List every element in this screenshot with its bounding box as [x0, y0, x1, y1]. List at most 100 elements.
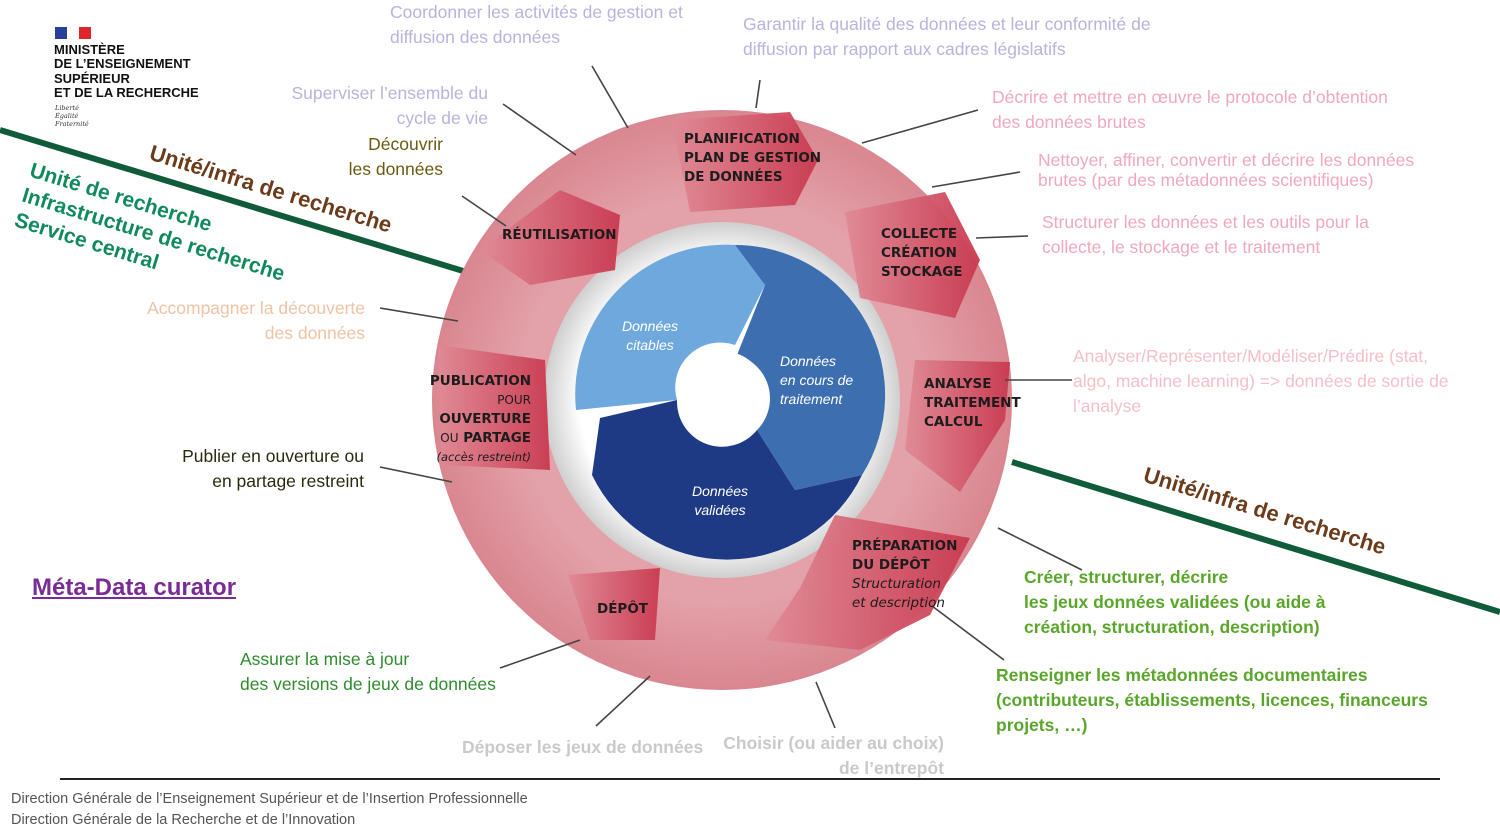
stage-line: CRÉATION: [881, 245, 957, 261]
republic-flag-icon: [55, 27, 91, 39]
stage-line: TRAITEMENT: [924, 395, 1021, 411]
stage-collecte: COLLECTE CRÉATION STOCKAGE: [881, 225, 963, 282]
stage-line: ANALYSE: [924, 376, 992, 392]
arrow-analyse: [905, 360, 1010, 492]
annotation-structurer: Structurer les données et les outils pou…: [1042, 210, 1369, 260]
inner-segment-en-cours: [735, 244, 886, 490]
annotation-creer: Créer, structurer, décrire les jeux donn…: [1024, 565, 1326, 640]
arrow-reutilisation: [480, 190, 620, 285]
motto-line: Fraternité: [55, 120, 89, 128]
inner-line: traitement: [780, 391, 843, 407]
annotation-line: diffusion des données: [390, 27, 560, 47]
footer-divider: [60, 778, 1440, 780]
stage-subline: et description: [852, 595, 945, 611]
stage-line: DE DONNÉES: [684, 169, 783, 185]
annotation-garantir: Garantir la qualité des données et leur …: [743, 12, 1151, 62]
ministry-logo-text: MINISTÈRE DE L’ENSEIGNEMENT SUPÉRIEUR ET…: [54, 42, 199, 100]
arrow-preparation: [765, 515, 970, 650]
arrow-planification: [672, 112, 818, 212]
stage-line: PLAN DE GESTION: [684, 150, 822, 166]
inner-line: validées: [694, 502, 746, 518]
inner-donut: [575, 244, 886, 560]
annotation-line: collecte, le stockage et le traitement: [1042, 237, 1321, 257]
annotation-line: cycle de vie: [396, 108, 488, 128]
stage-word: PARTAGE: [463, 430, 531, 446]
ministry-line: ET DE LA RECHERCHE: [54, 84, 199, 100]
stage-reutilisation: RÉUTILISATION: [502, 227, 617, 243]
annotation-superviser: Superviser l’ensemble du cycle de vie: [240, 81, 489, 131]
motto-line: Liberté: [55, 104, 79, 112]
inner-hole: [677, 351, 767, 441]
annotation-line: l’analyse: [1073, 396, 1142, 416]
annotation-nettoyer: Nettoyer, affiner, convertir et décrire …: [1038, 150, 1414, 190]
footer-line: Direction Générale de l’Enseignement Sup…: [11, 791, 528, 807]
annotation-line: Choisir (ou aider au choix): [723, 733, 944, 753]
ministry-line: DE L’ENSEIGNEMENT: [54, 56, 191, 72]
annotation-line: des données: [264, 323, 365, 343]
annotation-decouvrir: Découvrir les données: [300, 132, 443, 182]
annotation-line: Découvrir: [368, 134, 443, 154]
ring-arrows: [438, 112, 1010, 650]
stage-line: PUBLICATION: [429, 373, 531, 389]
annotation-analyser: Analyser/Représenter/Modéliser/Prédire (…: [1073, 344, 1449, 419]
inner-label-en-cours: Données en cours de traitement: [780, 352, 880, 409]
inner-line: citables: [626, 337, 674, 353]
annotation-line: Accompagner la découverte: [147, 298, 365, 318]
stage-line: COLLECTE: [881, 226, 958, 242]
republic-motto: Liberté Égalité Fraternité: [55, 104, 89, 128]
stage-line: POUR: [497, 393, 531, 407]
footer: Direction Générale de l’Enseignement Sup…: [11, 789, 528, 831]
stage-line: STOCKAGE: [881, 264, 963, 280]
annotation-line: diffusion par rapport aux cadres législa…: [743, 39, 1066, 59]
stage-analyse: ANALYSE TRAITEMENT CALCUL: [924, 375, 1021, 432]
annotation-line: des versions de jeux de données: [240, 674, 496, 694]
inner-label-citables: Données citables: [610, 317, 690, 355]
annotation-choisir: Choisir (ou aider au choix) de l’entrepô…: [700, 731, 944, 781]
motto-line: Égalité: [55, 112, 79, 120]
inner-line: Données: [621, 318, 679, 334]
annotation-line: Garantir la qualité des données et leur …: [743, 14, 1151, 34]
stage-line: PLANIFICATION: [684, 131, 800, 147]
arrow-depot: [568, 568, 660, 640]
stage-line: DU DÉPÔT: [852, 557, 930, 573]
annotation-line: création, structuration, description): [1024, 617, 1320, 637]
inner-line: Données: [691, 483, 749, 499]
annotation-line: de l’entrepôt: [838, 758, 944, 778]
annotation-line: Superviser l’ensemble du: [291, 83, 489, 103]
inner-segment-validees: [592, 400, 862, 560]
inner-line: Données: [780, 353, 837, 369]
role-title: Méta-Data curator: [32, 574, 237, 601]
annotation-line: Décrire et mettre en œuvre le protocole …: [992, 87, 1388, 107]
annotation-line: brutes (par des métadonnées scientifique…: [1038, 170, 1374, 190]
annotation-line: des données brutes: [992, 112, 1146, 132]
annotation-line: algo, machine learning) => données de so…: [1073, 371, 1449, 391]
stage-line: CALCUL: [924, 414, 983, 430]
zone-divider-left: [0, 127, 474, 277]
inner-line: en cours de: [780, 372, 854, 388]
annotation-line: Analyser/Représenter/Modéliser/Prédire (…: [1073, 346, 1429, 366]
stage-subline: Structuration: [852, 576, 941, 592]
annotation-accompagner: Accompagner la découverte des données: [100, 296, 365, 346]
arrow-collecte: [845, 192, 980, 318]
footer-line: Direction Générale de la Recherche et de…: [11, 812, 356, 828]
annotation-coordonner: Coordonner les activités de gestion et d…: [390, 0, 683, 50]
annotation-line: Créer, structurer, décrire: [1024, 567, 1229, 587]
annotation-assurer: Assurer la mise à jour des versions de j…: [240, 647, 496, 697]
annotation-line: les données: [348, 159, 443, 179]
annotation-line: Coordonner les activités de gestion et: [390, 2, 683, 22]
stage-planification: PLANIFICATION PLAN DE GESTION DE DONNÉES: [684, 130, 821, 187]
annotation-line: Structurer les données et les outils pou…: [1042, 212, 1369, 232]
inner-label-validees: Données validées: [680, 482, 760, 520]
connector-lines: [379, 65, 1083, 729]
stage-depot: DÉPÔT: [597, 601, 649, 617]
ministry-line: SUPÉRIEUR: [54, 70, 130, 86]
annotation-decrire: Décrire et mettre en œuvre le protocole …: [992, 85, 1388, 135]
annotation-line: Publier en ouverture ou: [182, 446, 364, 466]
annotation-renseigner: Renseigner les métadonnées documentaires…: [996, 663, 1428, 738]
annotation-line: projets, …): [996, 715, 1088, 735]
annotation-line: Renseigner les métadonnées documentaires: [996, 665, 1368, 685]
stage-publication: PUBLICATION POUR OUVERTURE OU PARTAGE (a…: [420, 372, 531, 467]
arrow-publication: [438, 345, 550, 470]
stage-line: OUVERTURE: [439, 411, 531, 427]
